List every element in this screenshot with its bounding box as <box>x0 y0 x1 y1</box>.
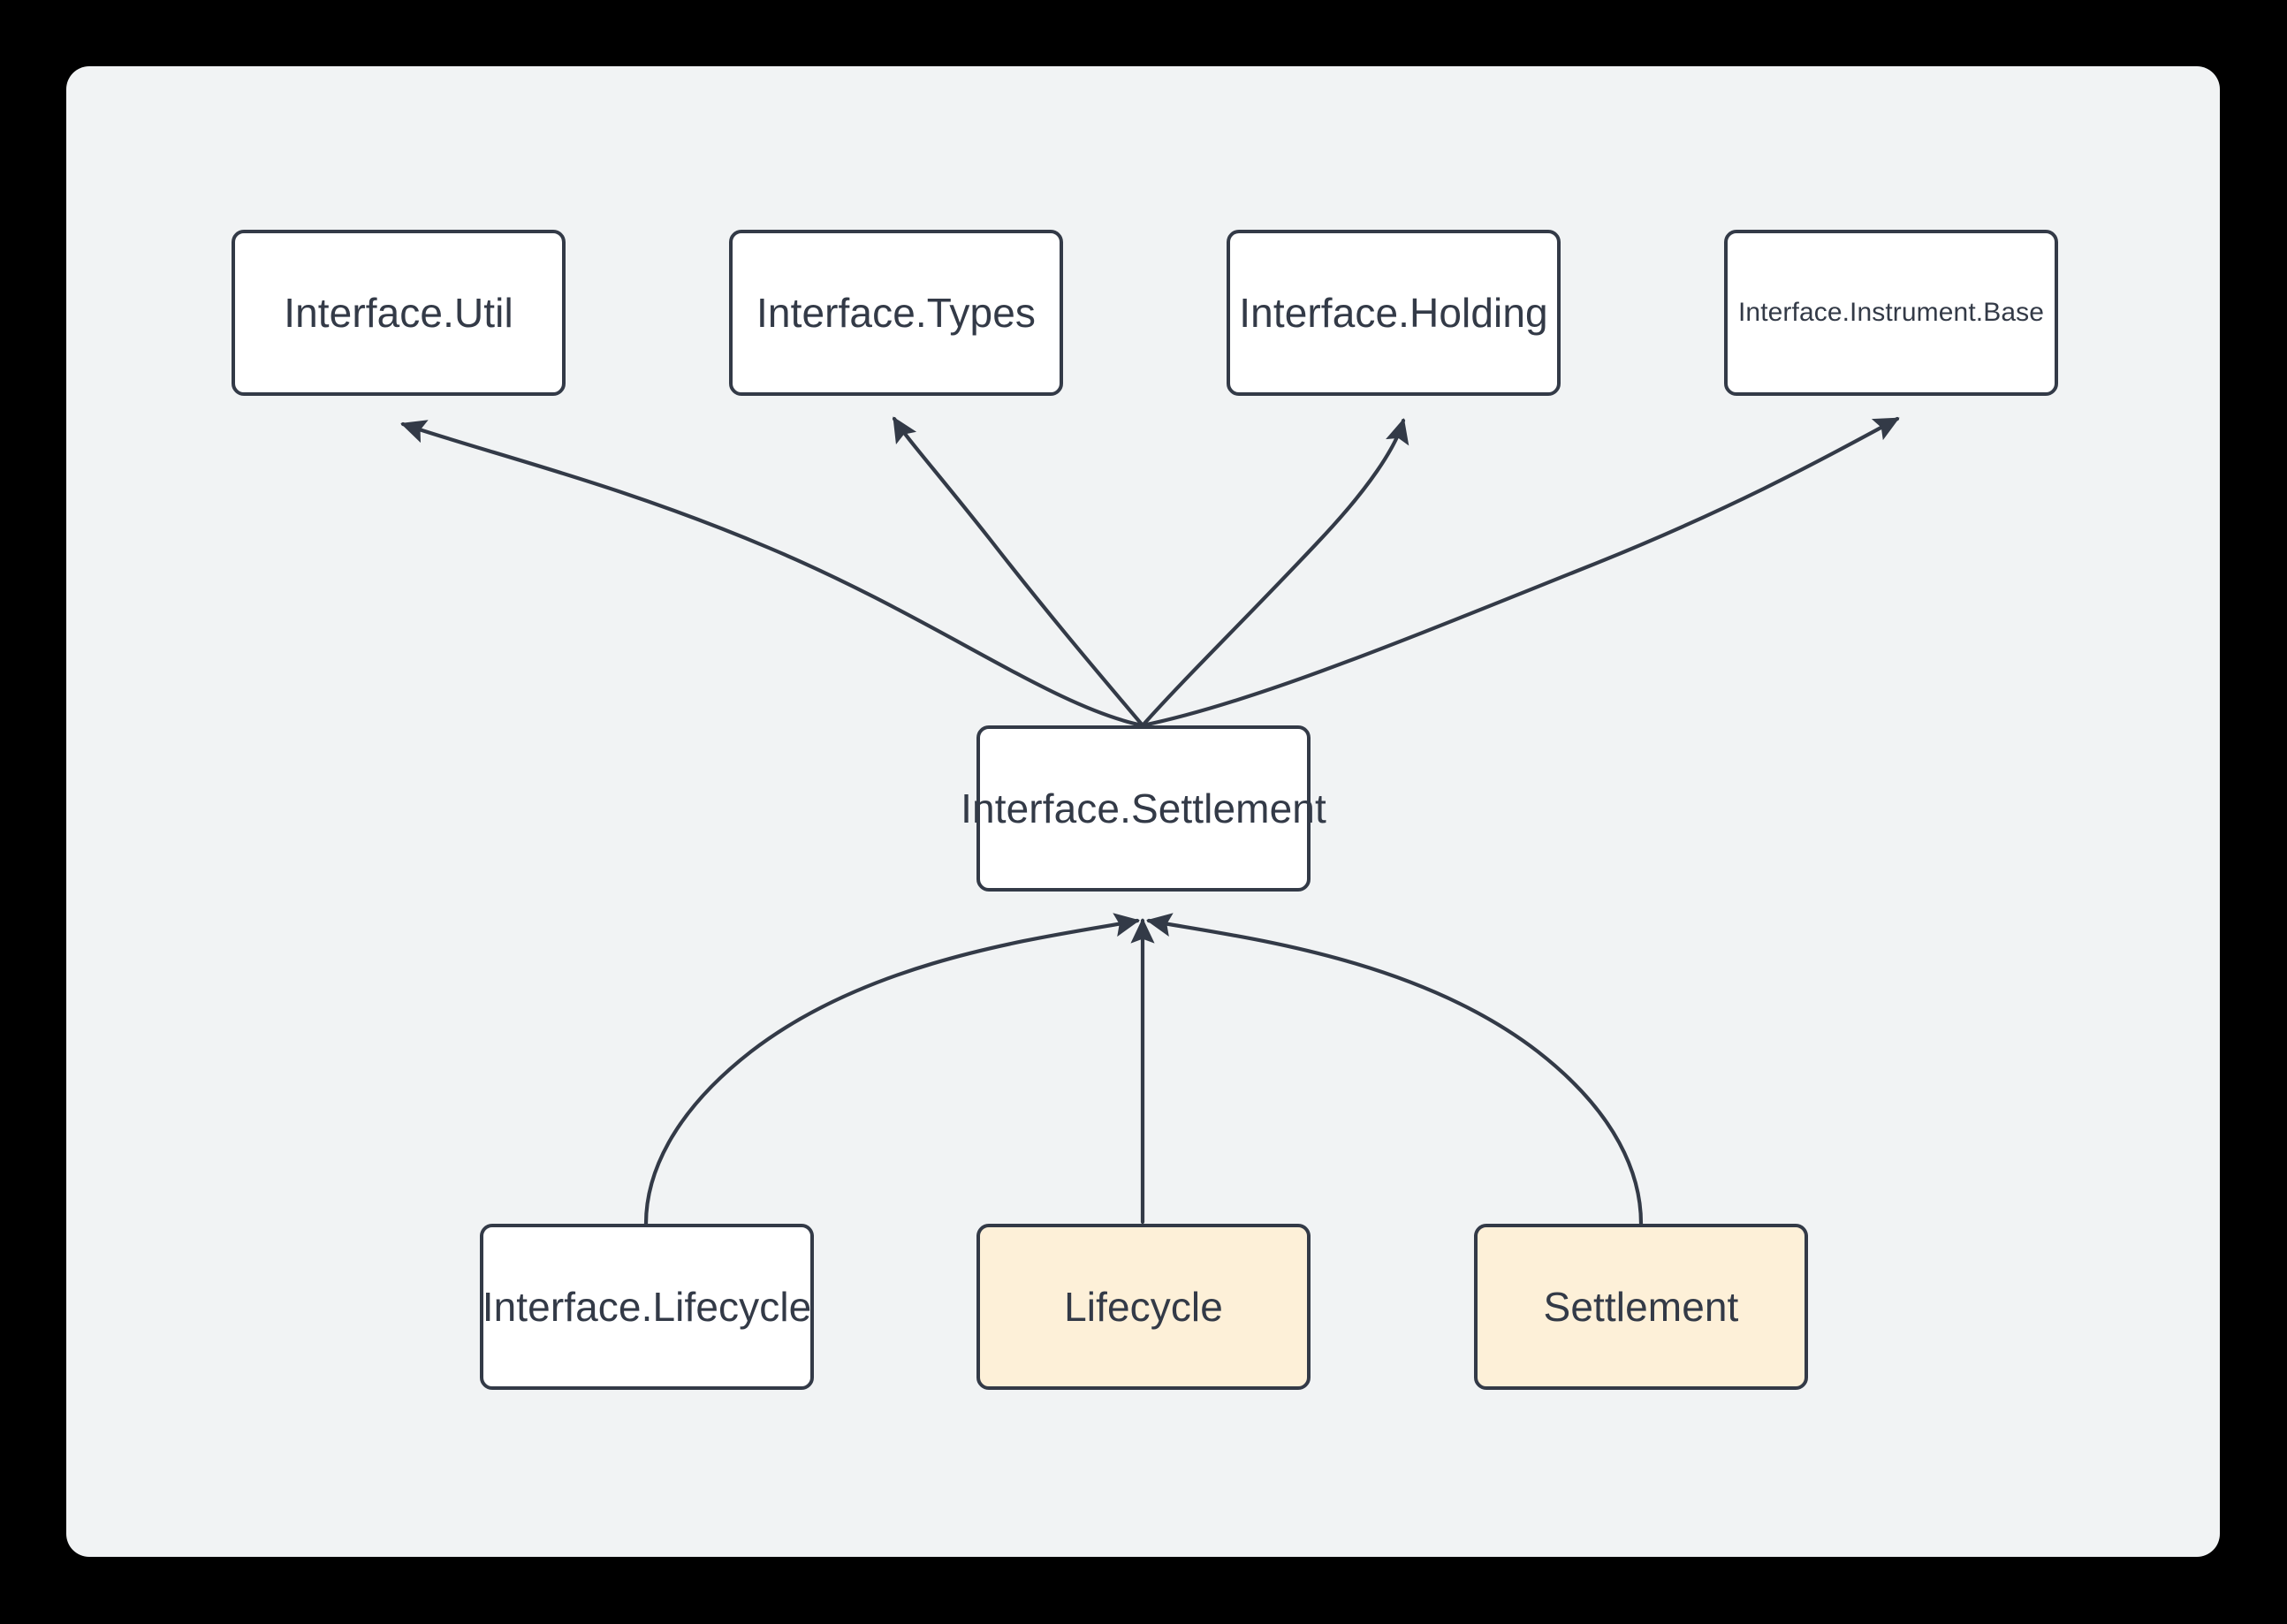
node-interface-settlement[interactable]: Interface.Settlement <box>961 725 1326 892</box>
node-interface-util[interactable]: Interface.Util <box>232 230 566 396</box>
node-label: Interface.Settlement <box>961 785 1326 831</box>
node-interface-holding[interactable]: Interface.Holding <box>1227 230 1561 396</box>
node-settlement[interactable]: Settlement <box>1474 1224 1808 1390</box>
node-label: Interface.Types <box>756 290 1036 336</box>
node-interface-lifecycle[interactable]: Interface.Lifecycle <box>480 1224 814 1390</box>
node-label: Settlement <box>1543 1284 1739 1330</box>
node-interface-types[interactable]: Interface.Types <box>729 230 1063 396</box>
node-lifecycle[interactable]: Lifecycle <box>976 1224 1311 1390</box>
node-label: Interface.Util <box>284 290 513 336</box>
node-label: Interface.Lifecycle <box>482 1284 812 1330</box>
node-label: Interface.Instrument.Base <box>1737 298 2044 327</box>
node-interface-instrument-base[interactable]: Interface.Instrument.Base <box>1724 230 2058 396</box>
node-label: Lifecycle <box>1064 1284 1223 1330</box>
node-label: Interface.Holding <box>1239 290 1548 336</box>
